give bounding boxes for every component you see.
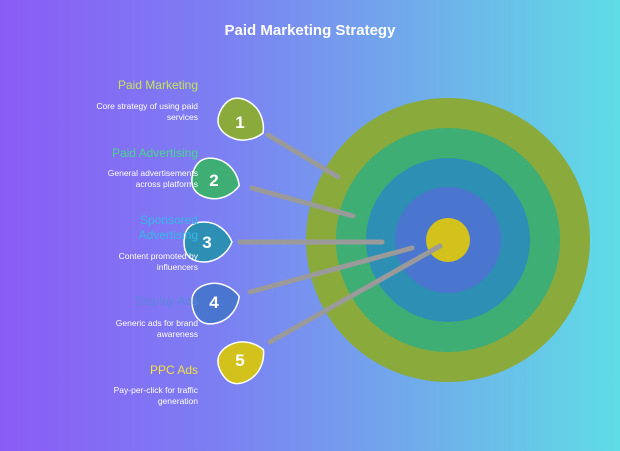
arrow-badge-4 <box>191 282 241 325</box>
item-desc-2-line2: across platforms <box>135 179 198 189</box>
item-desc-3: Content promoted by influencers <box>119 251 198 273</box>
arrow-badge-2 <box>191 157 241 200</box>
arrow-badge-5 <box>217 341 265 385</box>
item-desc-1: Core strategy of using paid services <box>96 101 198 123</box>
item-desc-5-line1: Pay-per-click for traffic <box>113 385 198 395</box>
item-desc-3-line1: Content promoted by <box>118 251 198 261</box>
item-title-3-line1: Sponsored <box>139 213 198 227</box>
item-desc-1-line1: Core strategy of using paid <box>96 101 198 111</box>
item-desc-3-line2: influencers <box>156 262 198 272</box>
badge-number-5: 5 <box>235 351 244 370</box>
arrow-shaft-1 <box>265 132 341 180</box>
diagram-title: Paid Marketing Strategy <box>224 22 396 39</box>
arrow-badge-3 <box>183 221 233 263</box>
item-desc-4-line2: awareness <box>156 329 198 339</box>
item-desc-5: Pay-per-click for traffic generation <box>114 385 198 407</box>
item-title-4: Display Ads <box>135 294 198 308</box>
item-desc-2-line1: General advertisements <box>107 168 198 178</box>
badge-number-1: 1 <box>235 113 244 132</box>
item-title-3-line2: Advertising <box>138 228 198 242</box>
arrow-shaft-4 <box>247 245 415 295</box>
item-desc-4-line1: Generic ads for brand <box>115 318 198 328</box>
arrow-shaft-2 <box>249 185 356 219</box>
target-bullseye <box>426 218 470 262</box>
badge-number-3: 3 <box>202 233 211 252</box>
item-desc-1-line2: services <box>166 112 198 122</box>
item-title-1: Paid Marketing <box>117 78 198 92</box>
arrow-shaft-5 <box>267 243 443 345</box>
item-desc-4: Generic ads for brand awareness <box>116 318 198 340</box>
item-title-3: Sponsored Advertising <box>139 213 198 243</box>
badge-number-2: 2 <box>209 171 218 190</box>
item-title-2: Paid Advertising <box>111 146 198 160</box>
arrow-badge-1 <box>217 97 265 141</box>
item-desc-2: General advertisements across platforms <box>108 168 198 190</box>
item-title-5: PPC Ads <box>149 363 198 377</box>
item-desc-5-line2: generation <box>157 396 198 406</box>
badge-number-4: 4 <box>209 293 219 312</box>
